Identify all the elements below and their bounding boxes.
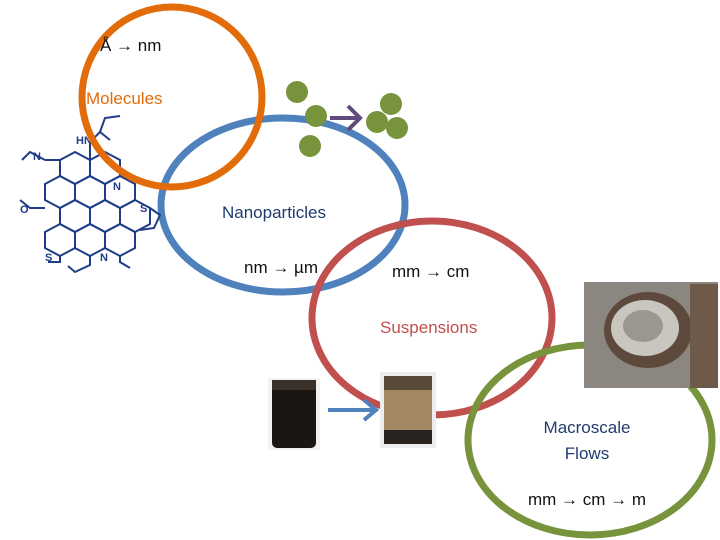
- molecules-label: Molecules: [86, 89, 163, 108]
- particle: [380, 93, 402, 115]
- molecule-atom-s1: S: [140, 203, 147, 215]
- molecule-atom-n3: N: [100, 252, 108, 264]
- molecule-atom-hn: HN: [76, 135, 92, 147]
- particle: [286, 81, 308, 103]
- process-arrow-icon: [328, 398, 380, 422]
- molecules-ring: [78, 3, 266, 191]
- molecule-atom-n2: N: [113, 181, 121, 193]
- particles-group: [286, 81, 408, 157]
- particle: [366, 111, 388, 133]
- macroscale-label-line2: Flows: [564, 444, 610, 463]
- particle: [305, 105, 327, 127]
- particle: [299, 135, 321, 157]
- nanoparticles-label: Nanoparticles: [222, 203, 326, 222]
- molecules-scale-label: Å → nm: [100, 36, 162, 55]
- molecule-atom-s2: S: [45, 252, 52, 264]
- dark-suspension-vial: [268, 378, 320, 450]
- suspensions-label: Suspensions: [380, 318, 478, 337]
- settled-suspension-vial: [380, 372, 436, 448]
- aggregation-arrow-icon: [330, 104, 363, 132]
- nanoparticles-scale-label: nm → µm: [244, 258, 319, 277]
- molecule-atom-n1: N: [33, 151, 41, 163]
- macroscale-label-line1: Macroscale: [543, 418, 631, 437]
- pipe-photo: [584, 282, 718, 388]
- nanoparticles-ring: [157, 114, 409, 296]
- molecule-atom-o: O: [20, 204, 29, 216]
- suspensions-scale-label: mm → cm: [392, 262, 470, 281]
- particle: [386, 117, 408, 139]
- macroscale-scale-label: mm → cm → m: [528, 490, 647, 509]
